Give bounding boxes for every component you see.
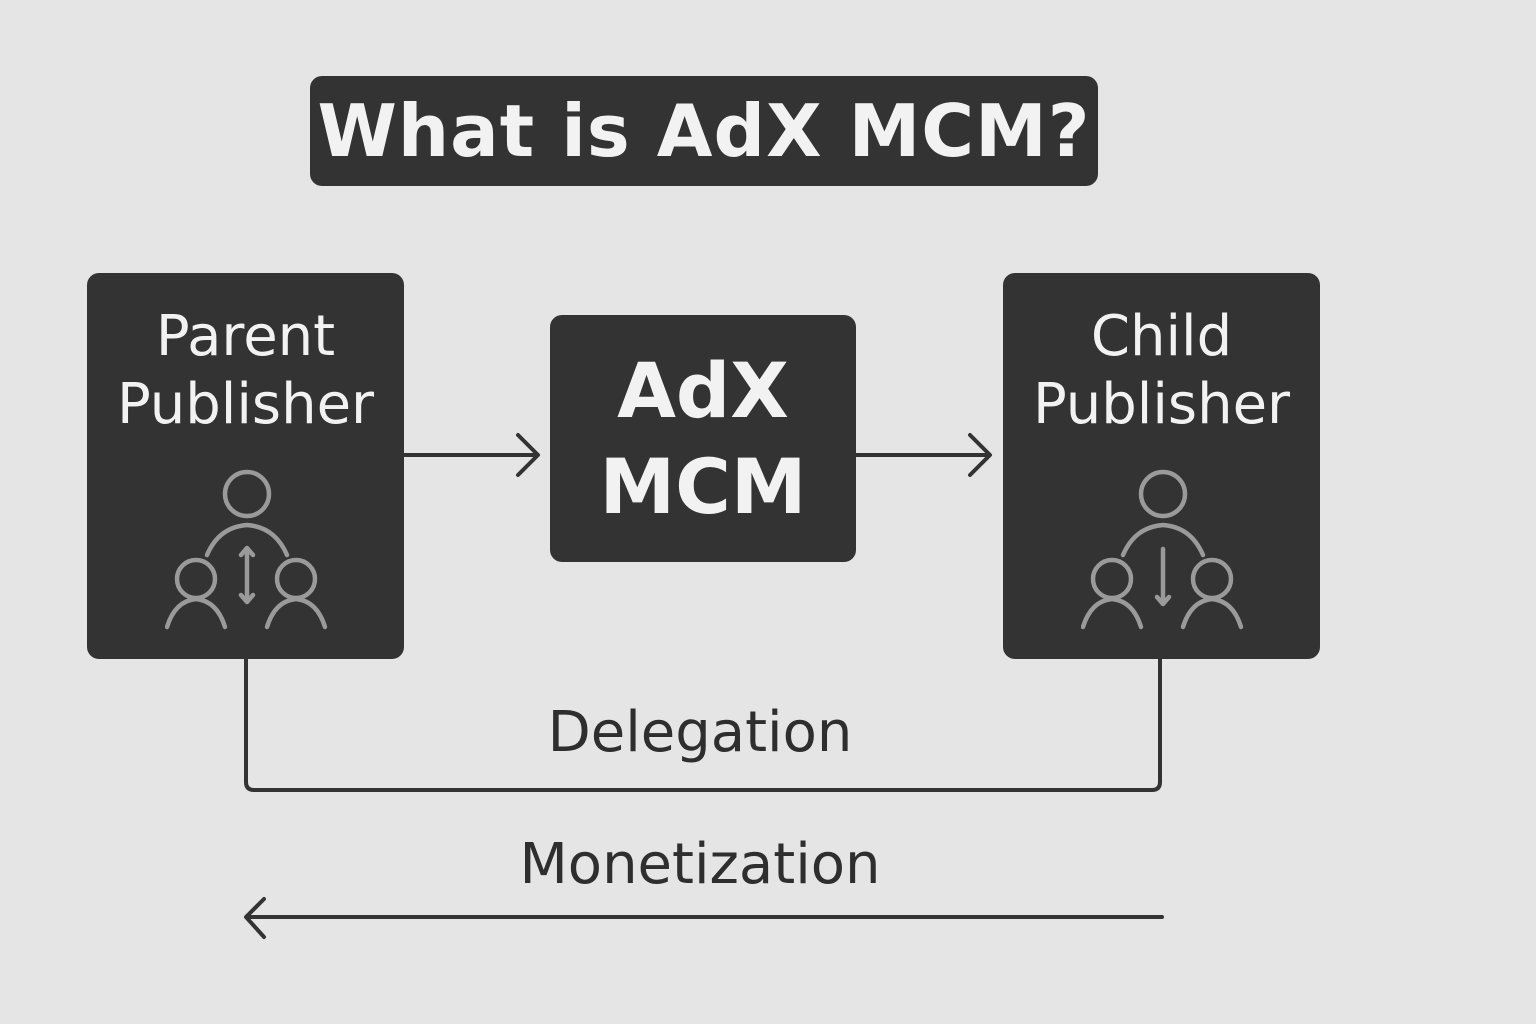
- child-label-line1: Child: [1090, 304, 1233, 369]
- delegation-connector: [244, 657, 1162, 792]
- parent-label-line1: Parent: [155, 304, 336, 369]
- page-title: What is AdX MCM?: [310, 76, 1098, 186]
- arrowhead-parent-to-adx: [516, 433, 540, 477]
- parent-publisher-label: Parent Publisher: [87, 303, 404, 439]
- arrowhead-adx-to-child: [968, 433, 992, 477]
- child-publisher-label: Child Publisher: [1003, 303, 1320, 439]
- people-hierarchy-downward-icon: [1081, 469, 1244, 630]
- child-publisher-box: Child Publisher: [1003, 273, 1320, 659]
- parent-label-line2: Publisher: [116, 372, 375, 437]
- people-hierarchy-bidirectional-icon: [165, 469, 328, 630]
- parent-publisher-box: Parent Publisher: [87, 273, 404, 659]
- adx-mcm-box: AdX MCM: [550, 315, 856, 562]
- adx-label-line2: MCM: [599, 441, 807, 531]
- adx-label-line1: AdX: [617, 345, 789, 435]
- child-label-line2: Publisher: [1032, 372, 1291, 437]
- monetization-label: Monetization: [519, 832, 881, 897]
- delegation-label: Delegation: [547, 700, 853, 765]
- monetization-arrowhead: [244, 897, 266, 939]
